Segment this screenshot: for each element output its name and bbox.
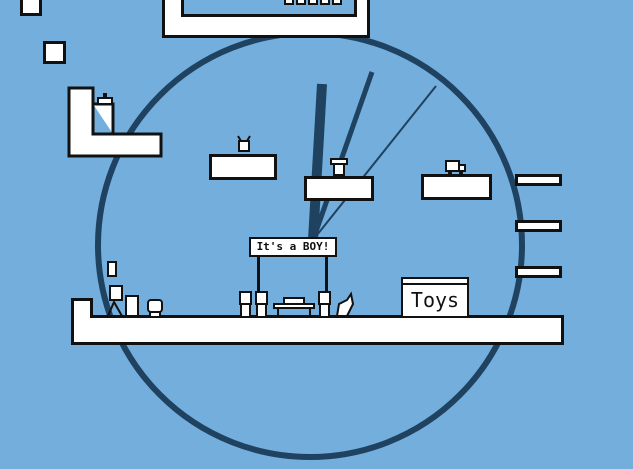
clock-hand-second <box>312 85 437 241</box>
banner-sign: It's a BOY! <box>249 237 337 257</box>
l-platform <box>67 86 163 158</box>
banner-pole-left <box>257 254 260 318</box>
ledge-right-2 <box>515 220 562 232</box>
cat-sprite <box>237 135 251 152</box>
toys-sign-top <box>401 277 469 285</box>
ledge-right-1 <box>515 174 562 186</box>
character-group-left <box>107 261 163 318</box>
table-sprite <box>273 297 315 316</box>
car-sprite <box>97 93 113 105</box>
ground-platform <box>71 315 564 345</box>
ledge-right-3 <box>515 266 562 278</box>
character-pair-center <box>239 291 268 318</box>
block-small <box>43 41 66 64</box>
crowd-sprite <box>284 0 342 5</box>
character-with-pet <box>318 291 355 318</box>
platform-center <box>304 176 374 201</box>
toys-sign: Toys <box>401 277 469 318</box>
clock-hand-minute <box>310 71 375 241</box>
toys-sign-text: Toys <box>410 288 460 312</box>
banner-pole-right <box>325 254 328 318</box>
ground-platform-lip <box>71 298 93 318</box>
top-frame-platform <box>162 0 370 38</box>
platform-left-mid <box>209 154 277 180</box>
banner-text: It's a BOY! <box>256 240 330 253</box>
hat-character-sprite <box>330 158 348 176</box>
clock-hand-hour <box>308 83 327 241</box>
block-top-left <box>20 0 42 16</box>
truck-sprite <box>445 160 466 175</box>
platform-right-mid <box>421 174 492 200</box>
